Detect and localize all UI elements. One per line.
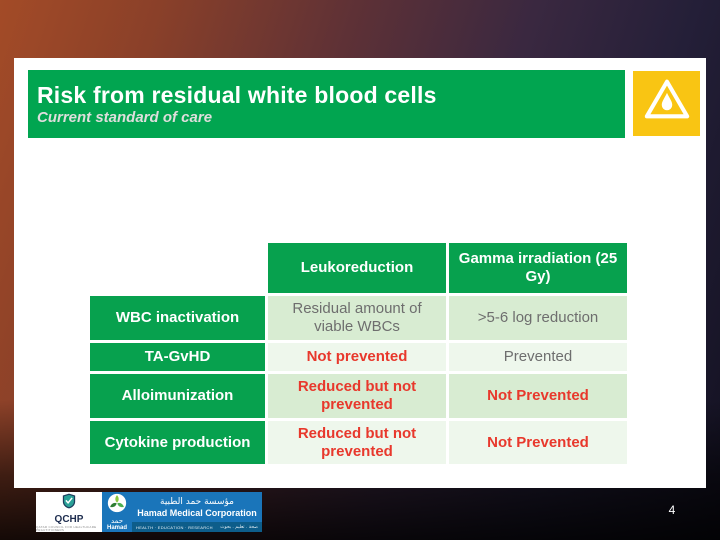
table-cell: Not Prevented bbox=[449, 374, 627, 418]
qchp-shield-icon bbox=[61, 493, 77, 514]
column-header-leukoreduction: Leukoreduction bbox=[268, 243, 446, 293]
tagline-arabic: صحة . تعليم . بحوث bbox=[220, 524, 258, 530]
org-name-english: Hamad Medical Corporation bbox=[137, 507, 257, 518]
column-header-gamma-irradiation: Gamma irradiation (25 Gy) bbox=[449, 243, 627, 293]
table-cell: Not prevented bbox=[268, 343, 446, 371]
row-header-cytokine-production: Cytokine production bbox=[90, 421, 265, 464]
table-cell: Not Prevented bbox=[449, 421, 627, 464]
slide-canvas: Risk from residual white blood cells Cur… bbox=[14, 58, 706, 488]
page-number: 4 bbox=[668, 503, 676, 517]
table-corner-cell bbox=[90, 243, 265, 293]
table-cell: Prevented bbox=[449, 343, 627, 371]
page-subtitle: Current standard of care bbox=[37, 108, 213, 126]
row-header-alloimunization: Alloimunization bbox=[90, 374, 265, 418]
table-cell: >5-6 log reduction bbox=[449, 296, 627, 340]
tagline-strip: HEALTH · EDUCATION · RESEARCH صحة . تعلي… bbox=[132, 522, 262, 532]
hamad-medical-corporation-logo: QCHP QATAR COUNCIL FOR HEALTHCARE PRACTI… bbox=[36, 492, 262, 532]
hmc-text-panel: مؤسسة حمد الطبية Hamad Medical Corporati… bbox=[132, 492, 262, 532]
org-name-arabic: مؤسسة حمد الطبية bbox=[160, 496, 234, 507]
table-cell: Residual amount of viable WBCs bbox=[268, 296, 446, 340]
slide-header-banner: Risk from residual white blood cells Cur… bbox=[28, 70, 625, 138]
qchp-logo: QCHP QATAR COUNCIL FOR HEALTHCARE PRACTI… bbox=[36, 492, 102, 532]
warning-badge bbox=[633, 71, 700, 136]
row-header-ta-gvhd: TA-GvHD bbox=[90, 343, 265, 371]
page-title: Risk from residual white blood cells bbox=[37, 81, 437, 108]
qchp-subtext: QATAR COUNCIL FOR HEALTHCARE PRACTITIONE… bbox=[36, 524, 97, 532]
hamad-english-label: Hamad bbox=[106, 524, 127, 531]
comparison-table: Leukoreduction Gamma irradiation (25 Gy)… bbox=[90, 243, 627, 464]
table-cell: Reduced but not prevented bbox=[268, 421, 446, 464]
hamad-leaf-emblem-icon bbox=[107, 493, 127, 518]
table-cell: Reduced but not prevented bbox=[268, 374, 446, 418]
qchp-label: QCHP bbox=[54, 513, 84, 525]
hamad-emblem-panel: حمد Hamad bbox=[102, 492, 132, 532]
row-header-wbc-inactivation: WBC inactivation bbox=[90, 296, 265, 340]
warning-droplet-icon bbox=[641, 76, 693, 131]
tagline-english: HEALTH · EDUCATION · RESEARCH bbox=[136, 524, 213, 530]
hamad-arabic-label: حمد bbox=[110, 516, 124, 525]
